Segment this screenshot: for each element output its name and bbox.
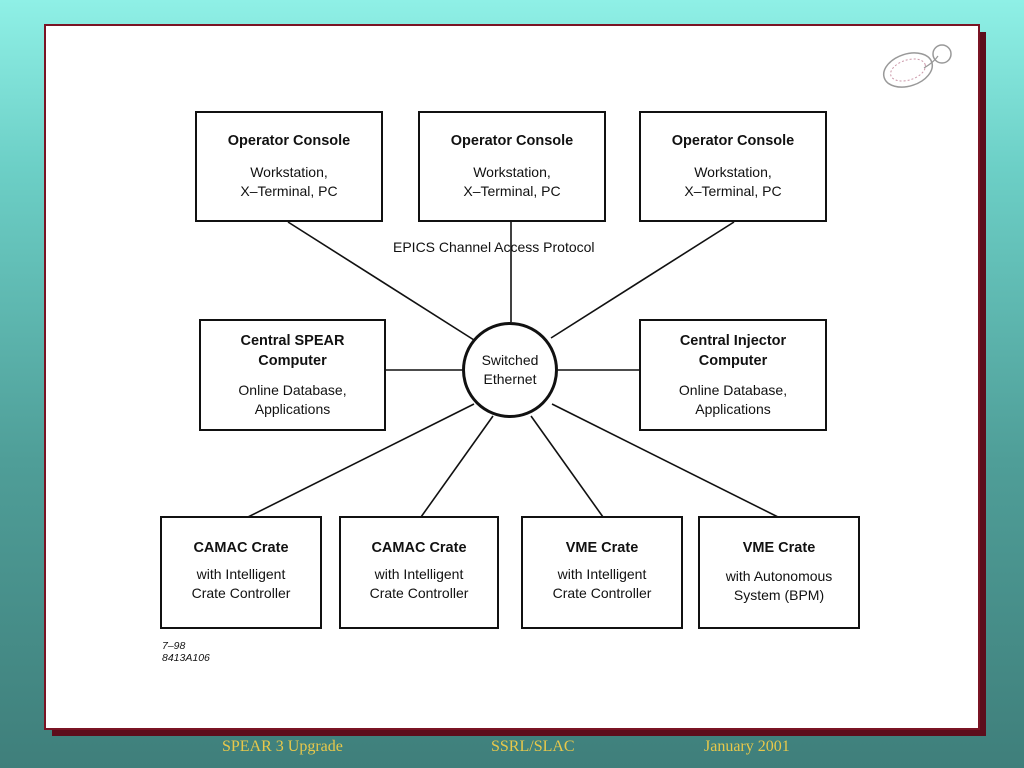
figure-code: 7–98 8413A106 [162,640,210,664]
vme-crate-1-line2: Crate Controller [552,585,652,601]
central-injector-computer-line2: Applications [695,401,771,417]
link-crate-4 [551,403,779,518]
operator-console-3: Operator Console Workstation, X–Terminal… [639,111,827,222]
protocol-label: EPICS Channel Access Protocol [393,239,595,255]
operator-console-2-line1: Workstation, [473,164,551,180]
central-spear-computer-title2: Computer [258,353,327,369]
operator-console-2-title: Operator Console [450,133,574,149]
operator-console-3-line1: Workstation, [694,164,772,180]
central-injector-computer-line1: Online Database, [678,382,788,398]
operator-console-3-line2: X–Terminal, PC [684,183,782,199]
central-injector-computer-title2: Computer [698,353,768,369]
camac-crate-2: CAMAC Crate with Intelligent Crate Contr… [339,516,499,629]
vme-crate-1-line1: with Intelligent [557,566,647,582]
link-crate-3 [530,415,604,518]
vme-crate-2-title: VME Crate [742,540,816,556]
operator-console-1-line1: Workstation, [250,164,328,180]
ssrl-logo-icon [882,44,952,88]
switched-ethernet-hub: Switched Ethernet [462,322,558,418]
figure-code-line2: 8413A106 [162,652,210,664]
vme-crate-2: VME Crate with Autonomous System (BPM) [698,516,860,629]
footer-center: SSRL/SLAC [491,738,575,755]
camac-crate-2-line1: with Intelligent [374,566,464,582]
central-injector-computer: Central Injector Computer Online Databas… [639,319,827,431]
footer-right: January 2001 [704,738,790,755]
operator-console-1: Operator Console Workstation, X–Terminal… [195,111,383,222]
vme-crate-1-title: VME Crate [565,540,639,556]
link-console-left [287,221,475,341]
camac-crate-2-title: CAMAC Crate [371,540,467,556]
figure-code-line1: 7–98 [162,640,186,652]
operator-console-2-line2: X–Terminal, PC [463,183,561,199]
operator-console-3-title: Operator Console [671,133,795,149]
footer-left: SPEAR 3 Upgrade [222,738,343,755]
link-crate-2 [420,415,494,518]
central-spear-computer-line1: Online Database, [238,382,347,398]
camac-crate-1-title: CAMAC Crate [193,540,289,556]
hub-label-line2: Ethernet [483,371,537,387]
operator-console-1-line2: X–Terminal, PC [240,183,338,199]
vme-crate-2-line1: with Autonomous [725,568,833,584]
camac-crate-2-line2: Crate Controller [369,585,469,601]
central-injector-computer-title1: Central Injector [679,333,787,349]
central-spear-computer: Central SPEAR Computer Online Database, … [199,319,386,431]
link-console-right [550,221,735,339]
vme-crate-2-line2: System (BPM) [733,587,825,603]
central-spear-computer-line2: Applications [254,401,331,417]
operator-console-2: Operator Console Workstation, X–Terminal… [418,111,606,222]
camac-crate-1-line2: Crate Controller [191,585,291,601]
central-spear-computer-title1: Central SPEAR [240,333,345,349]
hub-label-line1: Switched [481,352,539,368]
operator-console-1-title: Operator Console [227,133,351,149]
camac-crate-1: CAMAC Crate with Intelligent Crate Contr… [160,516,322,629]
link-crate-1 [247,403,475,518]
vme-crate-1: VME Crate with Intelligent Crate Control… [521,516,683,629]
camac-crate-1-line1: with Intelligent [196,566,286,582]
